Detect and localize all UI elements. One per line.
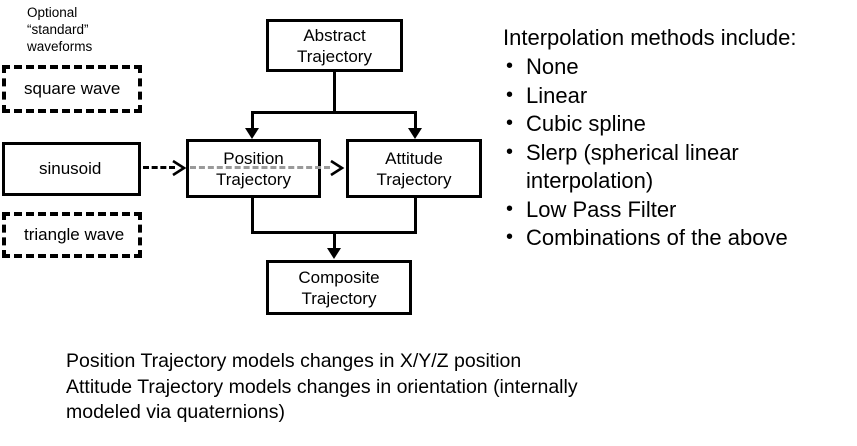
position-trajectory-line2: Trajectory [216, 169, 291, 189]
position-trajectory-line1: Position [223, 148, 284, 168]
list-item: Low Pass Filter [503, 195, 853, 225]
connector-abstract-stem [333, 72, 336, 111]
connector-abstract-bar [251, 111, 417, 114]
connector-merge-stem [333, 231, 336, 249]
interpolation-methods-list: None Linear Cubic spline Slerp (spherica… [503, 52, 853, 253]
composite-trajectory-line2: Trajectory [301, 288, 377, 308]
attitude-trajectory-line2: Trajectory [376, 169, 452, 189]
interpolation-methods-block: Interpolation methods include: None Line… [503, 24, 853, 253]
list-item: Slerp (spherical linear interpolation) [503, 138, 853, 196]
sinusoid-label: sinusoid [39, 159, 102, 178]
attitude-trajectory-box[interactable]: Attitude Trajectory [346, 139, 482, 198]
square-wave-box[interactable]: square wave [2, 65, 142, 113]
connector-attitude-down [414, 198, 417, 231]
list-item: Combinations of the above [503, 223, 853, 253]
connector-gray-dashed-through-position [190, 166, 330, 169]
triangle-wave-label: triangle wave [24, 225, 125, 244]
attitude-trajectory-line1: Attitude [385, 148, 443, 168]
abstract-trajectory-line2: Trajectory [297, 46, 372, 66]
arrowhead-position-to-attitude [330, 159, 345, 177]
arrowhead-sinusoid-to-position [172, 159, 187, 177]
interpolation-methods-title: Interpolation methods include: [503, 25, 797, 50]
connector-abstract-to-position-line [251, 111, 254, 129]
composite-trajectory-line1: Composite [298, 267, 380, 287]
list-item: Cubic spline [503, 109, 853, 139]
arrowhead-abstract-to-position [245, 128, 259, 139]
abstract-trajectory-box[interactable]: Abstract Trajectory [266, 19, 403, 72]
connector-abstract-to-attitude-line [414, 111, 417, 129]
square-wave-label: square wave [24, 79, 121, 98]
sinusoid-box[interactable]: sinusoid [2, 142, 141, 196]
composite-trajectory-box[interactable]: Composite Trajectory [266, 260, 412, 315]
optional-waveforms-caption: Optional “standard” waveforms [27, 5, 93, 54]
list-item: Linear [503, 81, 853, 111]
explanatory-note: Position Trajectory models changes in X/… [66, 350, 578, 423]
connector-sinusoid-to-position-dashed [143, 166, 175, 169]
list-item: None [503, 52, 853, 82]
arrowhead-abstract-to-attitude [408, 128, 422, 139]
abstract-trajectory-line1: Abstract [303, 25, 366, 45]
connector-position-down [251, 198, 254, 231]
triangle-wave-box[interactable]: triangle wave [2, 212, 142, 258]
arrowhead-to-composite [327, 248, 341, 259]
